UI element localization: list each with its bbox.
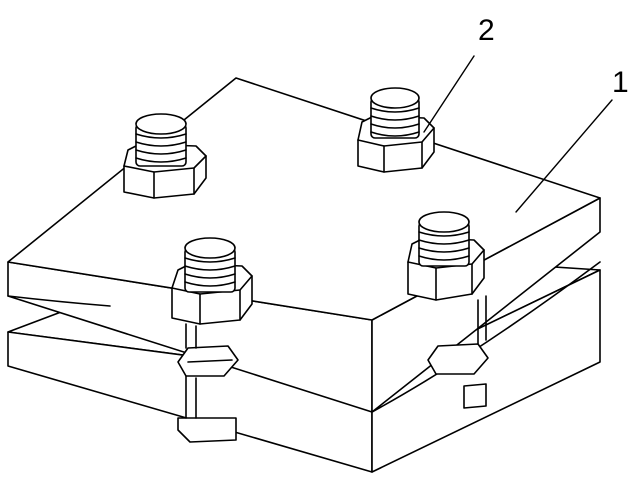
bottom-plate-right-face [371, 269, 601, 473]
callout-label-2: 2 [478, 14, 495, 47]
lower-nut-right [427, 343, 489, 409]
bolt-back-right [357, 87, 435, 173]
leader-line-1 [515, 99, 613, 213]
bolt-front-left [171, 237, 253, 325]
lower-nut-front [177, 345, 239, 443]
bolt-front-right-shank [477, 295, 487, 345]
bolt-front-right [407, 211, 485, 301]
leader-line-2 [423, 55, 475, 133]
bolt-front-left-shank [185, 323, 197, 419]
bolt-back-left [123, 113, 207, 199]
leader-lines [423, 55, 613, 213]
callout-label-1: 1 [612, 66, 629, 99]
